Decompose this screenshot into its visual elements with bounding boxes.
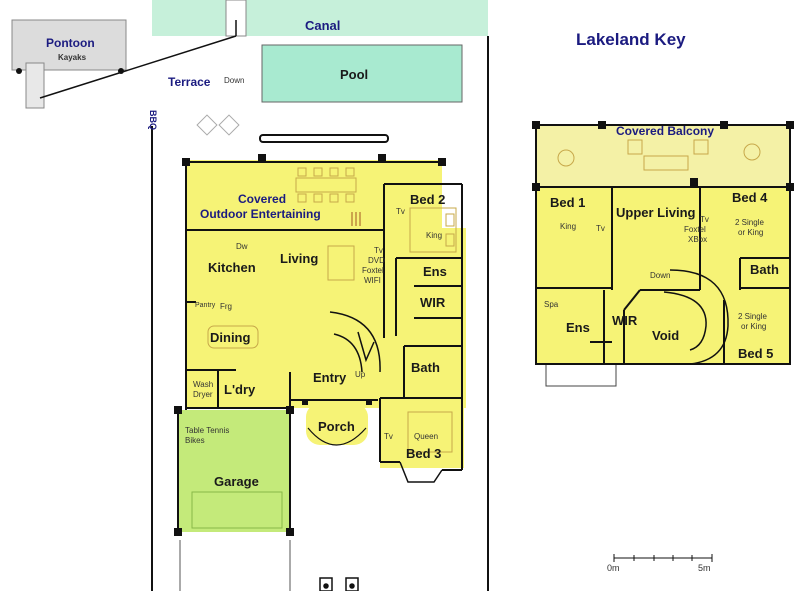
bed5-bed-line1: 2 Single — [738, 312, 767, 321]
bed2-bed-label: King — [426, 231, 443, 240]
upper-main-fill — [536, 186, 790, 364]
foxtel-label: Foxtel — [362, 266, 384, 275]
pontoon-label: Pontoon — [46, 36, 95, 50]
pontoon-post — [16, 68, 22, 74]
laundry-label: L'dry — [224, 382, 256, 397]
porch-fill — [306, 403, 368, 445]
bed2-label: Bed 2 — [410, 192, 446, 207]
garage-fill — [178, 410, 290, 532]
canal-label: Canal — [305, 18, 341, 33]
spa-label: Spa — [544, 300, 559, 309]
pool-label: Pool — [340, 67, 369, 82]
upper-wir-label: WIR — [612, 313, 638, 328]
bed3-bed — [407, 411, 453, 453]
balcony-furniture — [557, 139, 761, 171]
terrace-step — [259, 134, 389, 143]
bed3-bay — [399, 461, 443, 483]
wir-label: WIR — [420, 295, 446, 310]
bed3-fill — [380, 400, 464, 468]
upper-lightwell — [545, 363, 617, 387]
terrace-furniture — [196, 114, 240, 136]
bed3-bed-label: Queen — [414, 432, 439, 441]
scale-end-label: 5m — [698, 563, 711, 573]
bed1-tv-label: Tv — [596, 224, 605, 233]
pool-area — [261, 44, 463, 103]
gangway-line — [39, 35, 237, 99]
upper-tv-label: Tv — [700, 215, 709, 224]
covered-balcony-label: Covered Balcony — [616, 124, 715, 138]
bed4-bed-line1: 2 Single — [735, 218, 764, 227]
bed2-bed — [409, 207, 457, 253]
dryer-label: Dryer — [193, 390, 213, 399]
ground-walls — [177, 161, 463, 532]
wash-label: Wash — [193, 380, 214, 389]
bed5-label: Bed 5 — [738, 346, 774, 361]
bed3-label: Bed 3 — [406, 446, 442, 461]
stairs-up-label: Up — [355, 370, 366, 379]
bbq-label: BBQ — [148, 110, 158, 130]
porch-arc — [307, 427, 367, 446]
upper-columns — [532, 121, 794, 191]
covered-label: Covered — [238, 192, 287, 206]
ground-staircase — [329, 311, 381, 373]
upper-staircase — [663, 269, 729, 365]
garage-door-outline — [191, 491, 283, 529]
ground-columns — [174, 154, 446, 536]
upper-down-label: Down — [650, 271, 671, 280]
upper-xbox-label: XBox — [688, 235, 708, 244]
bath-label: Bath — [411, 360, 440, 375]
kitchen-label: Kitchen — [208, 260, 256, 275]
upper-ens-label: Ens — [566, 320, 590, 335]
dining-table — [207, 325, 259, 349]
fridge-label: Frg — [220, 302, 232, 311]
dvd-label: DVD — [368, 256, 385, 265]
living-label: Living — [280, 251, 319, 266]
upper-living-label: Upper Living — [616, 205, 696, 220]
garage-label: Garage — [214, 474, 259, 489]
void-label: Void — [652, 328, 680, 343]
bikes-label: Bikes — [185, 436, 205, 445]
table-tennis-label: Table Tennis — [185, 426, 230, 435]
bed1-label: Bed 1 — [550, 195, 586, 210]
pantry-label: Pantry — [195, 302, 216, 309]
bed1-bed-label: King — [560, 222, 577, 231]
living-tv-label: Tv — [374, 246, 383, 255]
kayaks-label: Kayaks — [58, 53, 87, 62]
pontoon-deck — [11, 19, 127, 71]
plan-title: Lakeland Key — [576, 30, 686, 49]
outdoor-entertaining-label: Outdoor Entertaining — [200, 207, 321, 221]
porch-label: Porch — [318, 419, 355, 434]
pontoon-ramp — [25, 62, 45, 109]
bed4-bed-line2: or King — [738, 228, 764, 237]
upper-bath-label: Bath — [750, 262, 779, 277]
bed3-tv-label: Tv — [384, 432, 393, 441]
bed4-label: Bed 4 — [732, 190, 768, 205]
ens-label: Ens — [423, 264, 447, 279]
entry-label: Entry — [313, 370, 347, 385]
bed2-tv-label: Tv — [396, 207, 405, 216]
scale-start-label: 0m — [607, 563, 620, 573]
living-sofa — [327, 245, 355, 281]
upper-walls — [535, 124, 791, 365]
wifi-label: WIFI — [364, 276, 381, 285]
terrace-label: Terrace — [168, 75, 211, 89]
dishwasher-label: Dw — [236, 242, 248, 251]
canal-water — [152, 0, 488, 36]
terrace-down-label: Down — [224, 76, 245, 85]
wheelie-bins — [319, 577, 359, 591]
dining-label: Dining — [210, 330, 251, 345]
scale-bar — [613, 554, 713, 562]
bbq-grill — [351, 212, 361, 226]
bed5-bed-line2: or King — [741, 322, 767, 331]
outdoor-table — [295, 167, 357, 203]
upper-foxtel-label: Foxtel — [684, 225, 706, 234]
